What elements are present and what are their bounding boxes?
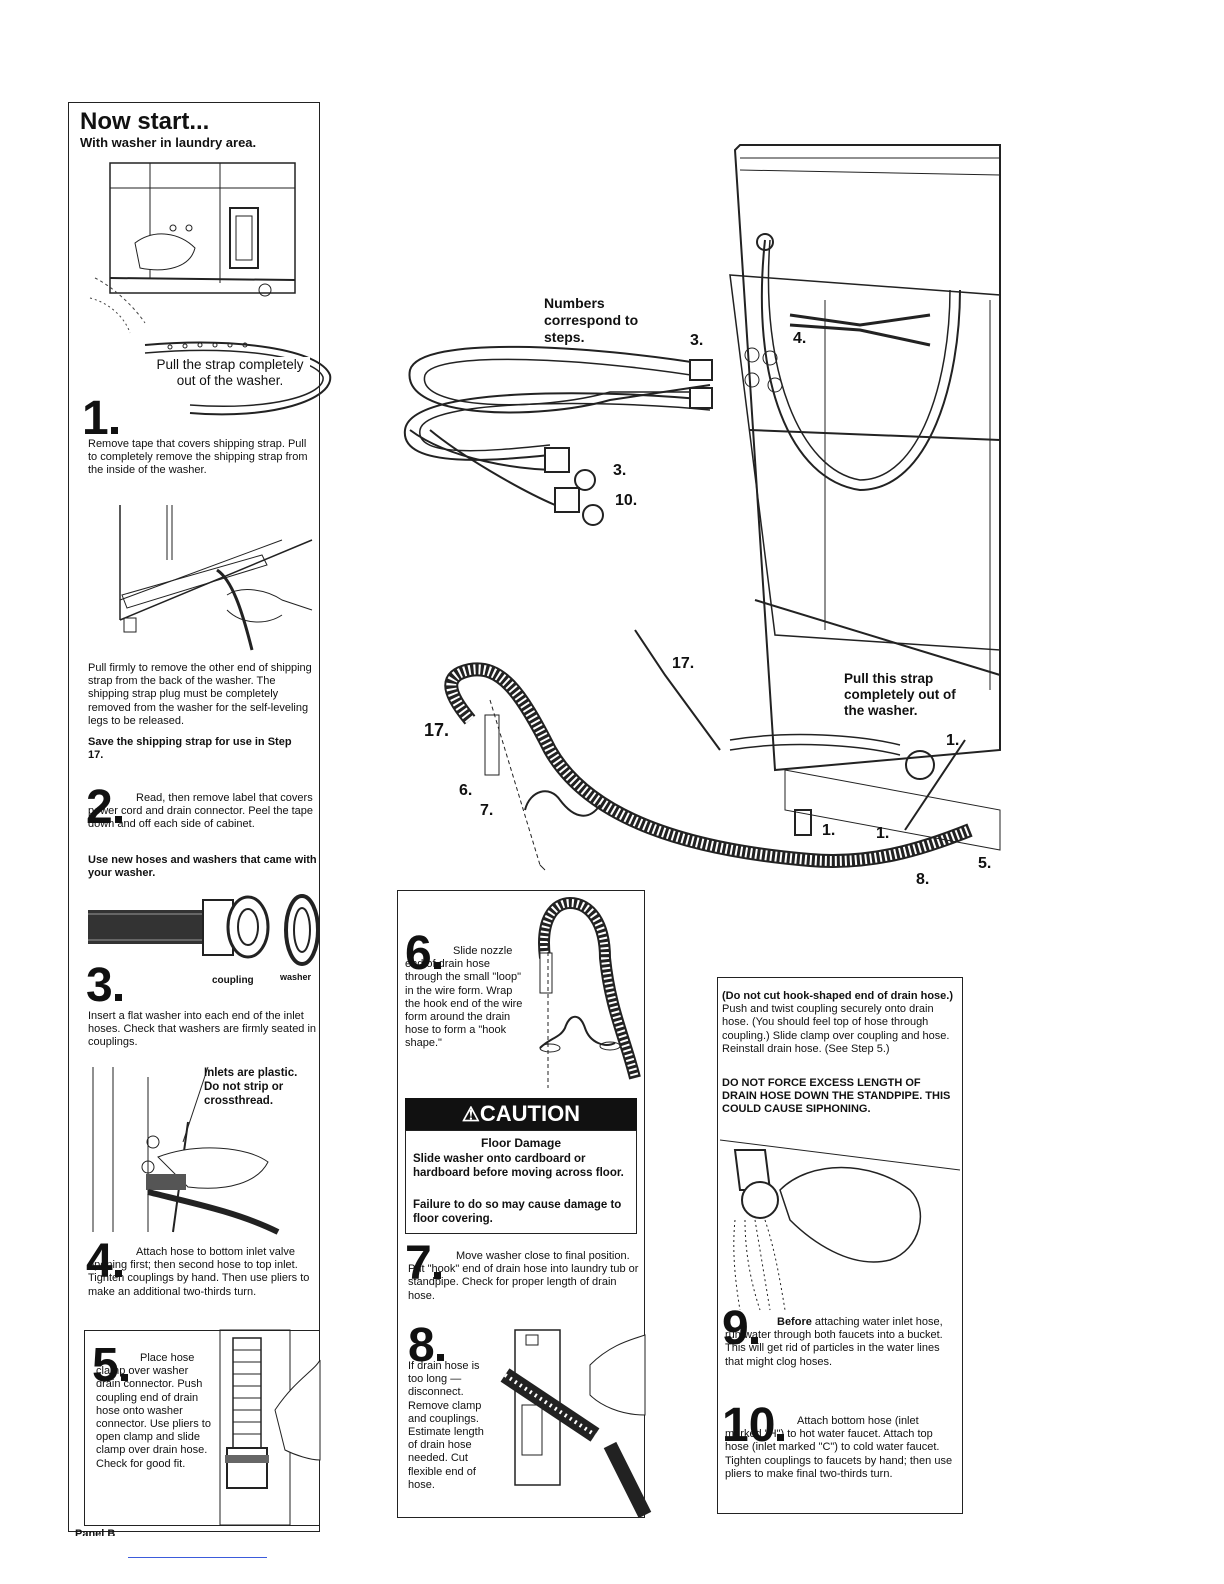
callout-1-b: 1.	[822, 822, 836, 839]
callout-4: 4.	[793, 330, 807, 347]
step-9-number: 9	[722, 1305, 758, 1353]
step-6-text: Slide nozzle end of drain hose through t…	[405, 945, 523, 1050]
right-intro-text: Push and twist coupling securely onto dr…	[722, 1003, 950, 1055]
center-steps-box	[397, 890, 645, 1518]
callout-8: 8.	[916, 871, 930, 888]
callout-7: 7.	[480, 802, 494, 819]
caution-subtitle: Floor Damage	[480, 1136, 561, 1150]
panel-footer: Panel B	[75, 1528, 116, 1536]
callout-3-top: 3.	[690, 332, 704, 349]
step-2-number: 2	[86, 784, 122, 832]
step-8-text: If drain hose is too long — disconnect. …	[408, 1360, 484, 1491]
inlets-note: Inlets are plastic. Do not strip or cros…	[204, 1067, 298, 1107]
step-2-note: Use new hoses and washers that came with…	[88, 854, 317, 880]
step-6-number: 6	[405, 930, 441, 978]
rear-strap-illustration	[119, 505, 313, 651]
coupling-washer-illustration	[88, 894, 320, 966]
caution-triangle-icon: ⚠	[461, 1104, 480, 1126]
step-10-number: 10	[722, 1402, 785, 1450]
main-washer-diagram	[403, 144, 1001, 871]
strap-pull-label: Pull the strap completely out of the was…	[150, 357, 310, 389]
strap-loop-illustration	[144, 341, 332, 416]
cut-hose-illustration	[500, 1329, 652, 1519]
right-intro: (Do not cut hook-shaped end of drain hos…	[722, 990, 958, 1056]
caution-body	[405, 1130, 637, 1234]
callout-17-strap: 17.	[672, 655, 695, 672]
step-2-text: Read, then remove label that covers powe…	[88, 792, 314, 831]
faucet-flush-illustration	[719, 1139, 961, 1311]
inlet-attach-illustration	[92, 1066, 280, 1235]
page-subheading: With washer in laundry area.	[80, 135, 257, 150]
footer-link-line	[128, 1557, 267, 1558]
callout-1-a: 1.	[946, 732, 960, 749]
step-1b-note: Save the shipping strap for use in Step …	[88, 736, 292, 762]
strap-removal-illustration	[89, 162, 296, 334]
callout-3-bottom: 3.	[613, 462, 627, 479]
step-8-number: 8	[408, 1322, 444, 1370]
siphoning-warning: DO NOT FORCE EXCESS LENGTH OF DRAIN HOSE…	[722, 1077, 951, 1116]
step-5-number: 5	[92, 1342, 128, 1390]
caution-line-1: Slide washer onto cardboard or hardboard…	[413, 1153, 624, 1179]
hose-clamp-illustration	[219, 1329, 321, 1526]
callout-10: 10.	[615, 492, 638, 509]
step-10-text: Attach bottom hose (inlet marked "H") to…	[725, 1415, 953, 1480]
step-3-number: 3	[86, 962, 122, 1010]
step-1-number: 1	[82, 395, 118, 443]
caution-banner: ⚠CAUTION	[405, 1098, 637, 1130]
step-4-text: Attach hose to bottom inlet valve openin…	[88, 1246, 310, 1298]
page-heading: Now start...	[80, 108, 210, 135]
right-steps-box	[717, 977, 963, 1514]
pull-strap-note: Pull this strap completely out of the wa…	[844, 671, 974, 720]
step-1-text: Remove tape that covers shipping strap. …	[88, 438, 308, 477]
washer-label: washer	[280, 972, 312, 982]
step-7-text: Move washer close to final position. Put…	[408, 1250, 639, 1302]
step-1b-text: Pull firmly to remove the other end of s…	[88, 662, 312, 727]
callout-1-c: 1.	[876, 825, 890, 842]
step-5-text: Place hose clamp over washer drain conne…	[96, 1352, 211, 1470]
left-panel	[68, 102, 320, 1532]
caution-line-2: Failure to do so may cause damage to flo…	[413, 1199, 622, 1225]
step-9-text: Before attaching water inlet hose, run w…	[725, 1316, 943, 1368]
wire-form-illustration	[538, 896, 641, 1088]
step-7-number: 7	[405, 1240, 441, 1288]
callout-17-hose: 17.	[424, 720, 450, 740]
step-4-number: 4	[86, 1238, 122, 1286]
numbers-note: Numbers correspond to steps.	[544, 295, 639, 345]
callout-6: 6.	[459, 782, 473, 799]
callout-5: 5.	[978, 855, 992, 872]
step-3-text: Insert a flat washer into each end of th…	[88, 1010, 317, 1049]
right-intro-bold: (Do not cut hook-shaped end of drain hos…	[722, 990, 953, 1002]
coupling-label: coupling	[212, 975, 254, 986]
